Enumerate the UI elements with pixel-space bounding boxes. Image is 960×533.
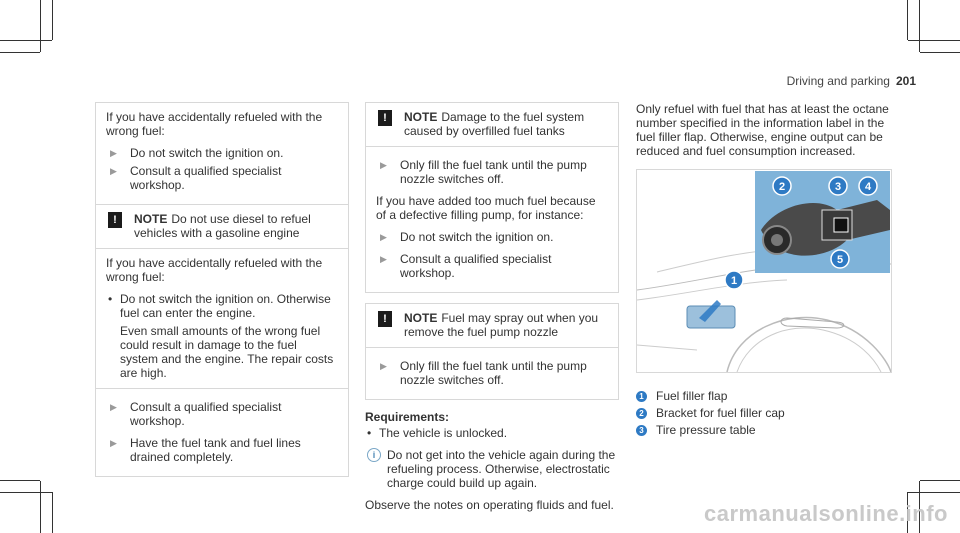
note-label: NOTE bbox=[404, 311, 438, 325]
step: Only fill the fuel tank until the pump n… bbox=[376, 158, 608, 186]
crop-mark bbox=[919, 0, 920, 52]
crop-mark bbox=[920, 52, 960, 53]
note-label: NOTE bbox=[134, 212, 168, 226]
watermark: carmanualsonline.info bbox=[704, 501, 948, 526]
octane-text: Only refuel with fuel that has at least … bbox=[636, 102, 889, 158]
column-right: Only refuel with fuel that has at least … bbox=[636, 102, 892, 440]
warning-icon: ! bbox=[378, 311, 392, 327]
crop-mark bbox=[52, 0, 53, 40]
wrong-fuel-box: If you have accidentally refueled with t… bbox=[95, 102, 349, 477]
crop-mark bbox=[908, 40, 960, 41]
note-overfill-body: Only fill the fuel tank until the pump n… bbox=[366, 146, 618, 292]
bullet-subtext: Even small amounts of the wrong fuel cou… bbox=[120, 324, 334, 380]
step: Only fill the fuel tank until the pump n… bbox=[376, 359, 608, 387]
note-diesel-body: If you have accidentally refueled with t… bbox=[96, 248, 348, 388]
wrong-fuel-steps: If you have accidentally refueled with t… bbox=[96, 103, 348, 204]
callout-3: 3 bbox=[835, 181, 841, 193]
page-header: Driving and parking 201 bbox=[787, 74, 916, 88]
callout-2: 2 bbox=[779, 181, 785, 193]
legend-item: 1 Fuel filler flap bbox=[636, 389, 890, 404]
observe-text: Observe the notes on operating fluids an… bbox=[365, 498, 614, 512]
crop-mark bbox=[919, 481, 920, 533]
requirement-item: The vehicle is unlocked. bbox=[365, 426, 619, 440]
note-text: Do not use diesel to refuel vehicles wit… bbox=[134, 212, 311, 240]
legend-label: Bracket for fuel filler cap bbox=[656, 406, 785, 420]
note-spray-body: Only fill the fuel tank until the pump n… bbox=[366, 347, 618, 399]
crop-mark bbox=[52, 492, 53, 533]
fuel-filler-illustration: 1 2 3 4 5 bbox=[636, 169, 892, 373]
crop-mark bbox=[907, 492, 908, 533]
step: Consult a qualified specialist workshop. bbox=[376, 252, 608, 280]
crop-mark bbox=[0, 492, 52, 493]
legend-number: 1 bbox=[636, 391, 647, 402]
crop-mark bbox=[40, 0, 41, 52]
info-text: Do not get into the vehicle again during… bbox=[387, 448, 616, 490]
legend-item: 2 Bracket for fuel filler cap bbox=[636, 406, 890, 421]
crop-mark bbox=[0, 52, 40, 53]
page-number: 201 bbox=[895, 74, 916, 88]
callout-1: 1 bbox=[731, 275, 737, 287]
crop-mark bbox=[907, 0, 908, 40]
legend-number: 3 bbox=[636, 425, 647, 436]
crop-mark bbox=[0, 40, 52, 41]
warning-icon: ! bbox=[378, 110, 392, 126]
note-paragraph: If you have added too much fuel because … bbox=[376, 194, 596, 222]
legend-number: 2 bbox=[636, 408, 647, 419]
note-text: Damage to the fuel system caused by over… bbox=[404, 110, 585, 138]
crop-mark bbox=[908, 492, 960, 493]
requirements-title: Requirements: bbox=[365, 410, 450, 424]
callout-5: 5 bbox=[837, 254, 843, 266]
step: Consult a qualified specialist workshop. bbox=[106, 164, 338, 192]
step: Have the fuel tank and fuel lines draine… bbox=[106, 436, 338, 464]
crop-mark bbox=[920, 480, 960, 481]
callout-4: 4 bbox=[865, 181, 872, 193]
legend-item: 3 Tire pressure table bbox=[636, 423, 890, 438]
warning-icon: ! bbox=[108, 212, 122, 228]
legend-label: Fuel filler flap bbox=[656, 389, 728, 403]
crop-mark bbox=[0, 480, 40, 481]
note-intro: If you have accidentally refueled with t… bbox=[106, 256, 323, 284]
intro-text: If you have accidentally refueled with t… bbox=[106, 110, 323, 138]
legend-label: Tire pressure table bbox=[656, 423, 756, 437]
crop-mark bbox=[40, 481, 41, 533]
info-icon: i bbox=[367, 448, 381, 462]
note-diesel-steps: Consult a qualified specialist workshop.… bbox=[96, 388, 348, 476]
note-text: Fuel may spray out when you remove the f… bbox=[404, 311, 599, 339]
note-label: NOTE bbox=[404, 110, 438, 124]
bullet-item: Do not switch the ignition on. Otherwise… bbox=[106, 292, 338, 320]
car-fuel-flap-drawing: 1 2 3 4 5 bbox=[637, 171, 891, 372]
step: Consult a qualified specialist workshop. bbox=[106, 400, 338, 428]
step: Do not switch the ignition on. bbox=[106, 146, 338, 160]
section-title: Driving and parking bbox=[786, 74, 890, 88]
step: Do not switch the ignition on. bbox=[376, 230, 608, 244]
column-left: If you have accidentally refueled with t… bbox=[95, 102, 349, 477]
info-note: i Do not get into the vehicle again duri… bbox=[365, 448, 619, 490]
